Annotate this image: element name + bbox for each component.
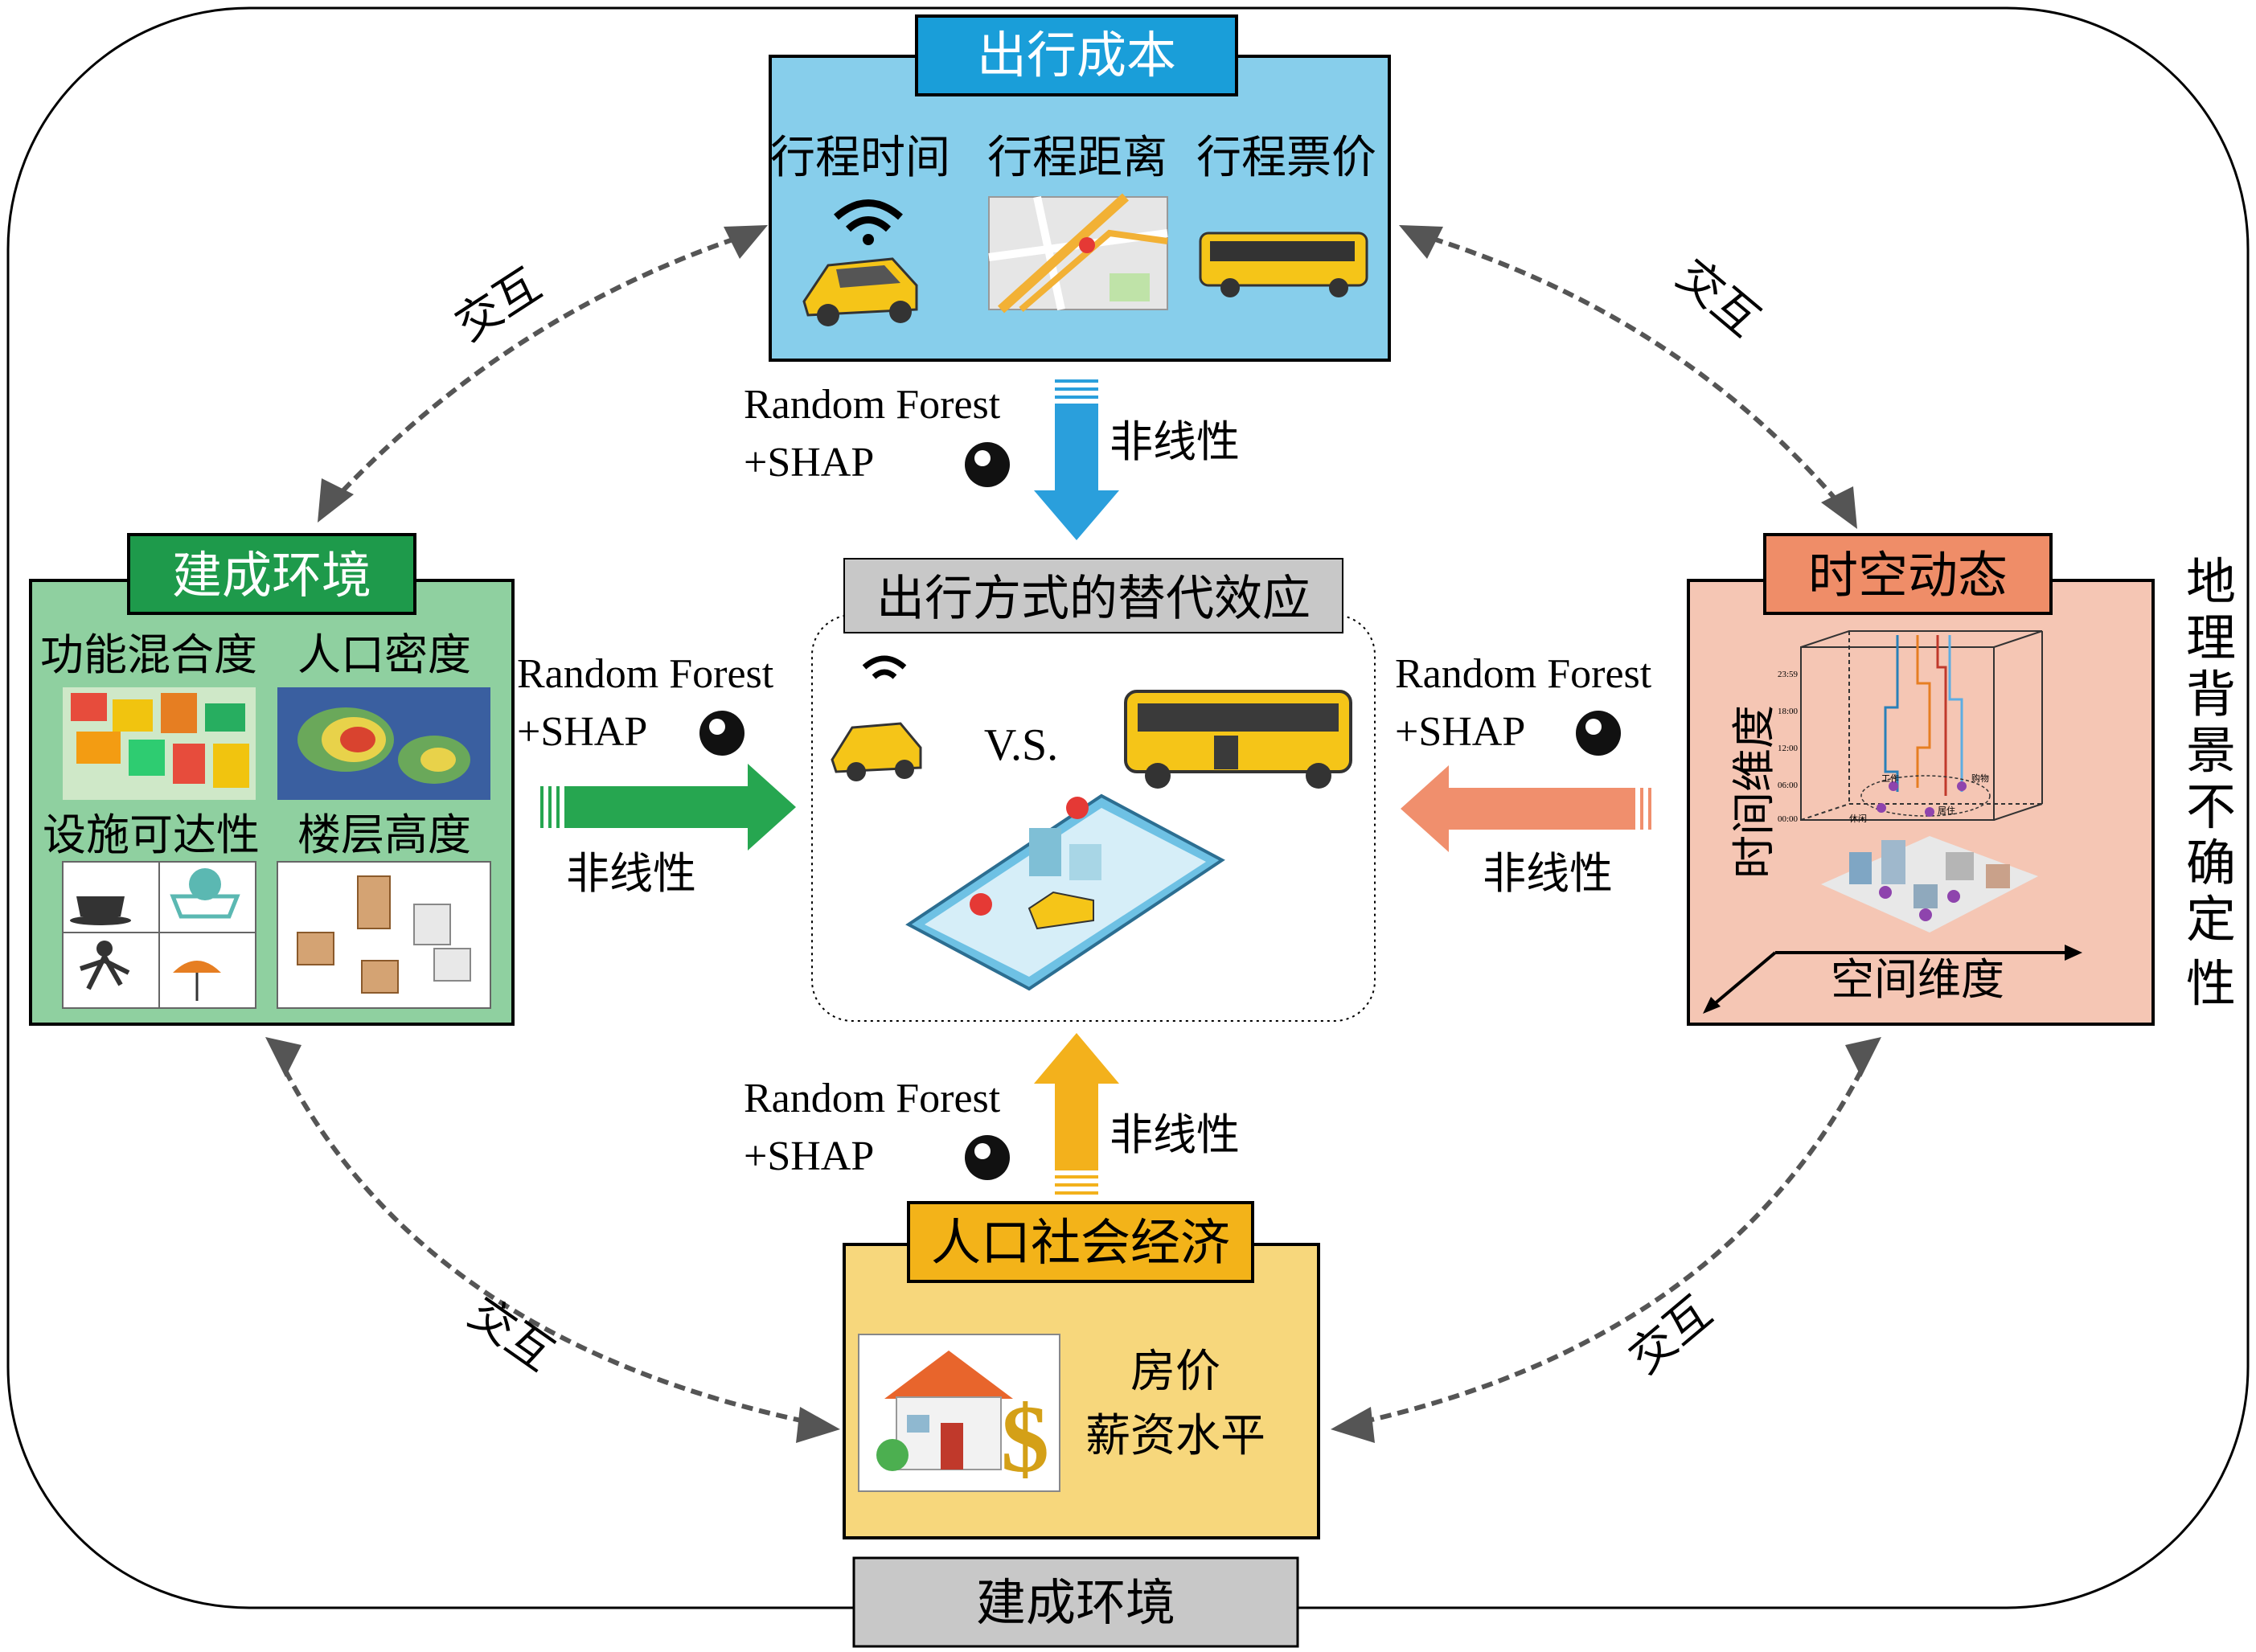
method-right-line1: Random Forest bbox=[1395, 651, 1652, 697]
top-item-distance: 行程距离 bbox=[987, 132, 1167, 184]
interaction-label-top-left: 交互 bbox=[446, 259, 550, 352]
method-bottom-line2: +SHAP bbox=[744, 1133, 874, 1179]
right-box: 时空动态 时间维度 空间维度 23:59 18:00 12:00 06:00 0… bbox=[1687, 533, 2155, 1026]
method-bottom-nonlinear: 非线性 bbox=[1110, 1109, 1240, 1160]
method-right: Random Forest +SHAP 非线性 bbox=[1395, 651, 1652, 899]
svg-text:00:00: 00:00 bbox=[1778, 814, 1799, 824]
phone-map-icon bbox=[905, 793, 1225, 991]
svg-text:23:59: 23:59 bbox=[1778, 670, 1799, 679]
method-top: Random Forest +SHAP 非线性 bbox=[744, 379, 1240, 540]
method-top-line2: +SHAP bbox=[744, 440, 874, 486]
outer-bottom-label: 建成环境 bbox=[976, 1573, 1175, 1632]
right-side-label: 地 理 背 景 不 确 定 性 bbox=[2186, 552, 2236, 1013]
left-item-height: 楼层高度 bbox=[297, 810, 471, 860]
arrow-right-green bbox=[540, 764, 796, 851]
method-bottom-line1: Random Forest bbox=[744, 1076, 1001, 1121]
left-item-access: 设施可达性 bbox=[43, 810, 260, 860]
svg-text:休闲: 休闲 bbox=[1849, 813, 1867, 824]
method-right-nonlinear: 非线性 bbox=[1483, 848, 1613, 899]
svg-text:性: 性 bbox=[2186, 954, 2236, 1013]
left-box: 建成环境 功能混合度 人口密度 设施可达性 楼层高度 bbox=[29, 533, 515, 1026]
method-top-line1: Random Forest bbox=[744, 382, 1001, 428]
bottom-box-title-bg bbox=[907, 1201, 1254, 1283]
method-left-line2: +SHAP bbox=[517, 709, 647, 755]
facilities-icons bbox=[62, 861, 256, 1009]
center-title: 出行方式的替代效应 bbox=[876, 571, 1311, 627]
method-left-line1: Random Forest bbox=[517, 651, 774, 697]
svg-text:购物: 购物 bbox=[1971, 773, 1989, 784]
time-axis-label: 时间维度 bbox=[1729, 705, 1779, 879]
map-icon bbox=[988, 193, 1168, 314]
top-box-title: 出行成本 bbox=[977, 26, 1176, 84]
center-title-bg bbox=[843, 558, 1343, 633]
top-box: 出行成本 行程时间 行程距离 行程票价 bbox=[769, 14, 1391, 362]
bottom-box: 人口社会经济 $ 房价 薪资水平 bbox=[843, 1201, 1320, 1539]
top-box-title-bg bbox=[915, 14, 1238, 96]
brain-gear-icon bbox=[699, 711, 744, 756]
bottom-item-salary: 薪资水平 bbox=[1085, 1410, 1265, 1462]
house-price-image: $ bbox=[858, 1334, 1060, 1492]
left-item-mix: 功能混合度 bbox=[40, 629, 257, 680]
left-box-title: 建成环境 bbox=[172, 546, 371, 605]
buildings-image bbox=[277, 861, 491, 1009]
interaction-label-bottom-left: 交互 bbox=[459, 1287, 563, 1381]
method-left: Random Forest +SHAP 非线性 bbox=[517, 651, 796, 899]
svg-text:背: 背 bbox=[2186, 665, 2236, 724]
bus-icon bbox=[1199, 232, 1368, 297]
brain-gear-icon bbox=[1576, 711, 1621, 756]
interaction-label-bottom-right: 交互 bbox=[1619, 1286, 1722, 1384]
center-box: 出行方式的替代效应 V.S. bbox=[811, 558, 1376, 1022]
bottom-box-title: 人口社会经济 bbox=[931, 1213, 1230, 1272]
svg-text:06:00: 06:00 bbox=[1778, 781, 1799, 790]
method-right-line2: +SHAP bbox=[1395, 709, 1525, 755]
svg-text:不: 不 bbox=[2186, 777, 2236, 836]
arrow-up-yellow bbox=[1034, 1033, 1119, 1195]
svg-text:工作: 工作 bbox=[1881, 773, 1899, 784]
vs-label: V.S. bbox=[984, 720, 1058, 770]
svg-text:$: $ bbox=[1001, 1385, 1049, 1492]
svg-text:地: 地 bbox=[2186, 552, 2236, 611]
center-taxi-icon bbox=[831, 655, 922, 781]
center-bus-icon bbox=[1124, 690, 1352, 789]
density-heatmap-image bbox=[277, 687, 490, 800]
svg-text:定: 定 bbox=[2186, 890, 2236, 949]
space-time-cube: 23:59 18:00 12:00 06:00 00:00 工作 购物 休闲 居… bbox=[1778, 630, 2043, 933]
svg-text:12:00: 12:00 bbox=[1778, 744, 1799, 753]
svg-text:确: 确 bbox=[2186, 834, 2236, 892]
top-item-fare: 行程票价 bbox=[1196, 132, 1376, 184]
brain-gear-icon bbox=[965, 442, 1010, 487]
svg-text:理: 理 bbox=[2186, 609, 2236, 667]
bottom-item-house-price: 房价 bbox=[1130, 1346, 1220, 1398]
method-bottom: Random Forest +SHAP 非线性 bbox=[744, 1033, 1240, 1195]
right-box-title-bg bbox=[1763, 533, 2053, 615]
arrow-left-orange bbox=[1401, 765, 1651, 852]
svg-text:居住: 居住 bbox=[1938, 805, 1955, 816]
brain-gear-icon bbox=[965, 1135, 1010, 1180]
interaction-label-top-right: 交互 bbox=[1667, 249, 1770, 347]
taxi-wifi-icon bbox=[802, 199, 918, 326]
svg-text:18:00: 18:00 bbox=[1778, 707, 1799, 716]
arrow-down-blue bbox=[1034, 379, 1119, 540]
space-axis-label: 空间维度 bbox=[1831, 954, 2004, 1005]
land-use-map-image bbox=[63, 687, 256, 800]
svg-text:景: 景 bbox=[2186, 721, 2236, 780]
left-item-density: 人口密度 bbox=[297, 629, 471, 680]
method-left-nonlinear: 非线性 bbox=[566, 848, 696, 899]
left-box-title-bg bbox=[127, 533, 416, 615]
top-item-time: 行程时间 bbox=[770, 132, 950, 184]
method-top-nonlinear: 非线性 bbox=[1110, 416, 1240, 467]
right-box-title: 时空动态 bbox=[1808, 546, 2008, 605]
outer-bottom-label-box: 建成环境 bbox=[852, 1556, 1299, 1648]
